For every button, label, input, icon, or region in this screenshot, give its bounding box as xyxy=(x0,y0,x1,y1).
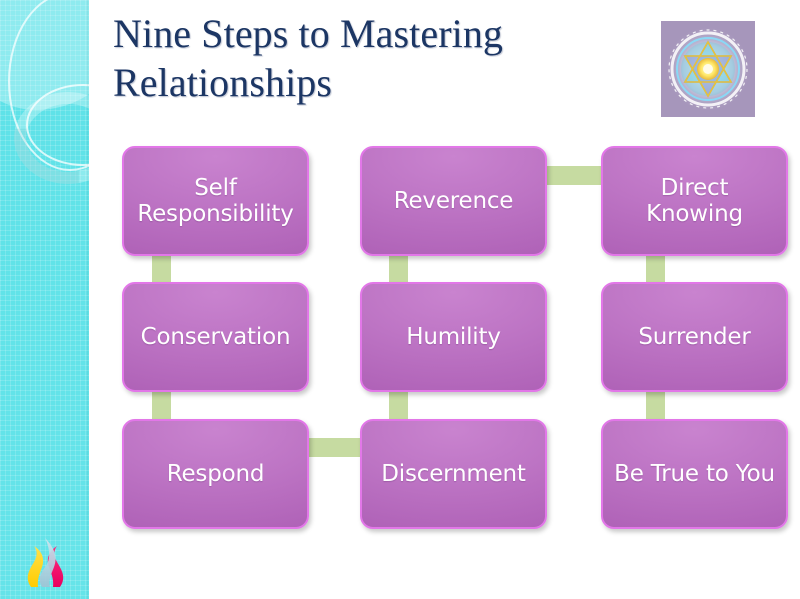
node-label-conservation: Conservation xyxy=(140,324,291,350)
sidebar-edge-shadow xyxy=(87,0,89,599)
mandala-star-image xyxy=(661,21,755,117)
node-label-direct-knowing: Direct Knowing xyxy=(646,175,743,227)
decorative-sidebar xyxy=(0,0,89,599)
node-humility[interactable]: Humility xyxy=(360,282,547,392)
connector-reverence-to-direct-knowing xyxy=(536,166,612,185)
flame-logo-icon xyxy=(18,529,74,591)
node-conservation[interactable]: Conservation xyxy=(122,282,309,392)
node-label-self-responsibility: Self Responsibility xyxy=(137,175,294,227)
page-title-line-2: Relationships xyxy=(113,59,333,105)
node-label-discernment: Discernment xyxy=(381,461,526,487)
node-respond[interactable]: Respond xyxy=(122,419,309,529)
node-surrender[interactable]: Surrender xyxy=(601,282,788,392)
page-title: Nine Steps to Mastering Relationships xyxy=(113,10,653,108)
node-direct-knowing[interactable]: Direct Knowing xyxy=(601,146,788,256)
node-label-surrender: Surrender xyxy=(638,324,751,350)
node-reverence[interactable]: Reverence xyxy=(360,146,547,256)
node-self-responsibility[interactable]: Self Responsibility xyxy=(122,146,309,256)
page-title-line-1: Nine Steps to Mastering xyxy=(113,11,504,56)
node-label-be-true-to-you: Be True to You xyxy=(614,461,775,487)
node-be-true-to-you[interactable]: Be True to You xyxy=(601,419,788,529)
node-discernment[interactable]: Discernment xyxy=(360,419,547,529)
node-label-respond: Respond xyxy=(166,461,265,487)
node-label-humility: Humility xyxy=(406,324,501,350)
connector-respond-to-discernment xyxy=(296,438,372,457)
node-label-reverence: Reverence xyxy=(393,188,514,214)
